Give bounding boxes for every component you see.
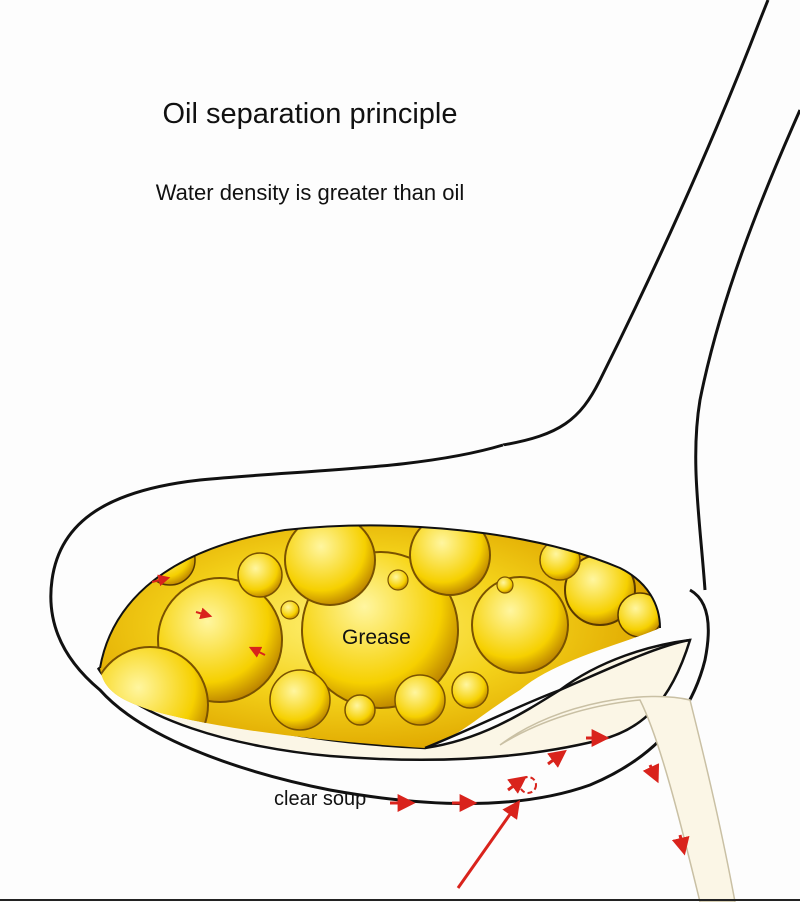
flow-arrow	[195, 607, 213, 620]
diagram-title: Oil separation principle	[162, 98, 458, 130]
grease-layer	[100, 525, 660, 748]
ladle-handle	[502, 0, 770, 447]
soup-flow-arrow	[671, 834, 690, 856]
clear-soup-layer	[96, 638, 692, 762]
soup-flow-arrow	[507, 775, 527, 794]
soup-outlet-marker	[519, 776, 537, 794]
pour-spout-edge	[424, 638, 691, 750]
grease-label: Grease	[342, 626, 411, 649]
soup-flow-arrow	[547, 749, 567, 768]
grease-outline	[99, 524, 661, 669]
flow-arrow	[248, 646, 266, 658]
pointer-arrow	[456, 800, 521, 889]
diagram-subtitle: Water density is greater than oil	[155, 180, 465, 205]
ladle-handle-back	[694, 109, 800, 591]
flow-arrow	[151, 574, 171, 587]
soup-flow-arrow	[642, 763, 660, 784]
clear-soup-label: clear soup	[274, 788, 367, 810]
